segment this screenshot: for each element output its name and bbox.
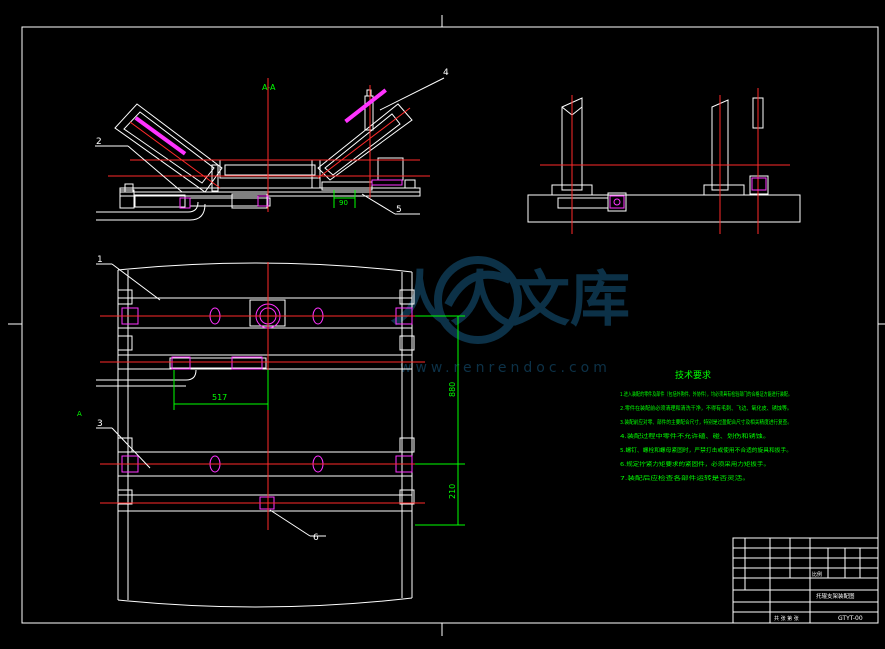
side-view-centerlines [540, 88, 790, 234]
notes-list: 1.进入装配的零件及部件（包括外购件、外协件），均必须具有检验部门的合格证方能进… [620, 390, 792, 482]
dimension-210: 210 [448, 484, 457, 499]
watermark: 人人文库 www.renrendoc.com [390, 256, 630, 376]
section-label: A-A [262, 83, 276, 92]
watermark-text: 人人文库 [390, 265, 630, 335]
note-5: 5.螺钉、螺栓和螺母紧固时，严禁打击或使用不合适的旋具和扳手。 [620, 446, 792, 454]
title-block-scale: 比例 [812, 571, 822, 578]
note-7: 7.装配后应检查各部件运转是否灵活。 [620, 474, 750, 482]
sheet-border [21, 26, 879, 624]
balloon-6: 6 [313, 533, 319, 543]
side-view [527, 97, 801, 223]
balloon-1: 1 [97, 255, 103, 265]
front-view-parts [134, 88, 403, 209]
title-block-sheet: 共 张 第 张 [774, 615, 799, 622]
side-view-parts [609, 177, 767, 209]
plan-view-centerlines [100, 262, 425, 530]
dimension-top: 90 [339, 199, 348, 207]
balloon-2: 2 [96, 137, 102, 147]
note-4: 4.装配过程中零件不允许磕、碰、划伤和锈蚀。 [620, 432, 770, 440]
leaders-front [95, 77, 445, 215]
leaders-plan [96, 263, 326, 537]
note-2: 2.零件在装配前必须清理和清洗干净，不得有毛刺、飞边、氧化皮、锈蚀等。 [620, 404, 792, 412]
centering-marks [8, 15, 885, 636]
note-3: 3.装配前应对零、部件的主要配合尺寸，特别是过盈配合尺寸及相关精度进行复查。 [620, 418, 792, 426]
balloon-4: 4 [443, 68, 449, 78]
note-6: 6.规定拧紧力矩要求的紧固件，必须采用力矩扳手。 [620, 460, 770, 468]
dimension-517: 517 [212, 393, 227, 402]
title-block-name: 托辊支架装配图 [816, 592, 855, 600]
balloon-3: 3 [97, 419, 103, 429]
plan-view-dims: 517 880 210 [173, 315, 465, 526]
title-block [732, 537, 879, 624]
title-block-number: GTYT-00 [838, 615, 863, 622]
plan-view-parts [121, 303, 413, 510]
note-1: 1.进入装配的零件及部件（包括外购件、外协件），均必须具有检验部门的合格证方能进… [620, 390, 792, 398]
notes-title: 技术要求 [675, 369, 711, 381]
front-view-dims: 90 [333, 190, 356, 208]
balloon-5: 5 [396, 205, 402, 215]
view-callout-a: A [77, 410, 82, 418]
dimension-880: 880 [448, 382, 457, 397]
plan-view [96, 262, 415, 608]
watermark-url: www.renrendoc.com [400, 360, 611, 376]
